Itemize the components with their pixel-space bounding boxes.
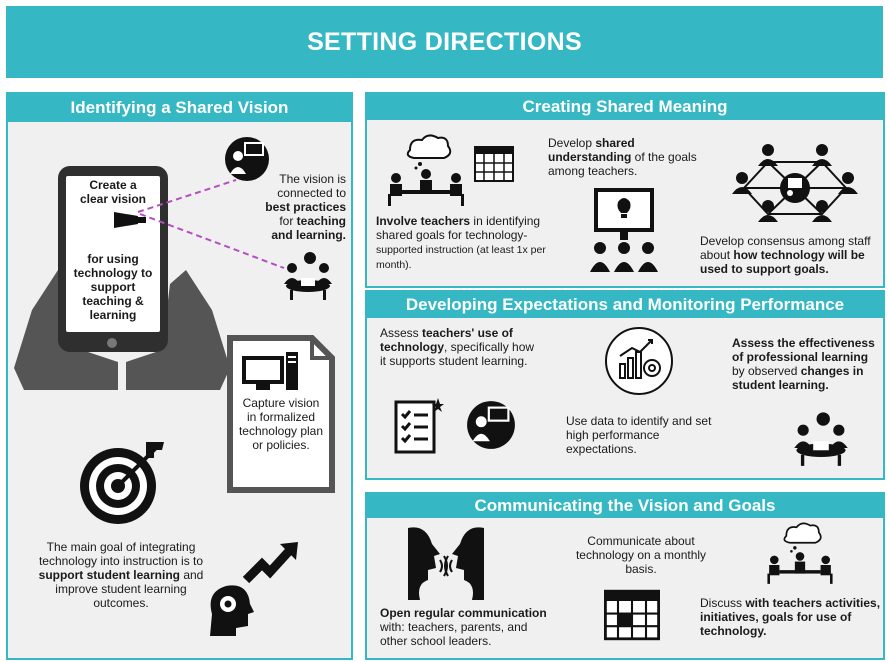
computer-document-icon	[226, 334, 336, 494]
tablet-icon	[58, 166, 168, 352]
meaning-heading: Creating Shared Meaning	[367, 94, 883, 120]
use-data-text: Use data to identify and set high perfor…	[566, 414, 712, 456]
idea-presentation-icon	[590, 188, 658, 272]
title-banner: SETTING DIRECTIONS	[6, 6, 883, 78]
main-goal-text: The main goal of integrating technology …	[38, 540, 204, 610]
discuss-text: Discuss with teachers activities, initia…	[700, 596, 881, 638]
communication-heading: Communicating the Vision and Goals	[367, 494, 883, 518]
thinking-group-icon	[388, 134, 464, 206]
analytics-icon	[605, 327, 673, 395]
tablet-bottom-text: for using technology to support teaching…	[73, 252, 153, 322]
thinking-group-icon	[767, 522, 833, 584]
two-heads-talking-icon	[408, 527, 484, 600]
team-meeting-icon	[794, 412, 848, 466]
calendar-icon	[474, 146, 514, 182]
tablet-top-text: Create a clear vision	[79, 178, 147, 206]
involve-teachers-text: Involve teachers in identifying shared g…	[376, 214, 546, 271]
consensus-text: Develop consensus among staff about how …	[700, 234, 871, 276]
assess-teachers-text: Assess teachers' use of technology, spec…	[380, 326, 535, 368]
vision-heading: Identifying a Shared Vision	[8, 94, 351, 122]
telescope-icon	[114, 212, 146, 228]
team-meeting-icon	[284, 252, 332, 300]
open-communication-text: Open regular communication with: teacher…	[380, 606, 547, 648]
assess-effectiveness-text: Assess the effectiveness of professional…	[732, 336, 875, 392]
page-title: SETTING DIRECTIONS	[307, 27, 582, 56]
expectations-heading: Developing Expectations and Monitoring P…	[367, 292, 883, 318]
shared-understanding-text: Develop shared understanding of the goal…	[548, 136, 697, 178]
capture-text: Capture vision in formalized technology …	[238, 396, 324, 452]
presenter-icon	[467, 401, 515, 449]
checklist-icon	[394, 398, 444, 454]
best-practices-text: The vision is connected to best practice…	[265, 172, 346, 242]
monthly-text: Communicate about technology on a monthl…	[575, 534, 707, 576]
growth-head-icon	[210, 542, 298, 636]
network-icon	[732, 144, 858, 222]
calendar-icon	[604, 589, 660, 641]
presenter-icon	[225, 137, 269, 181]
target-icon	[80, 442, 164, 524]
